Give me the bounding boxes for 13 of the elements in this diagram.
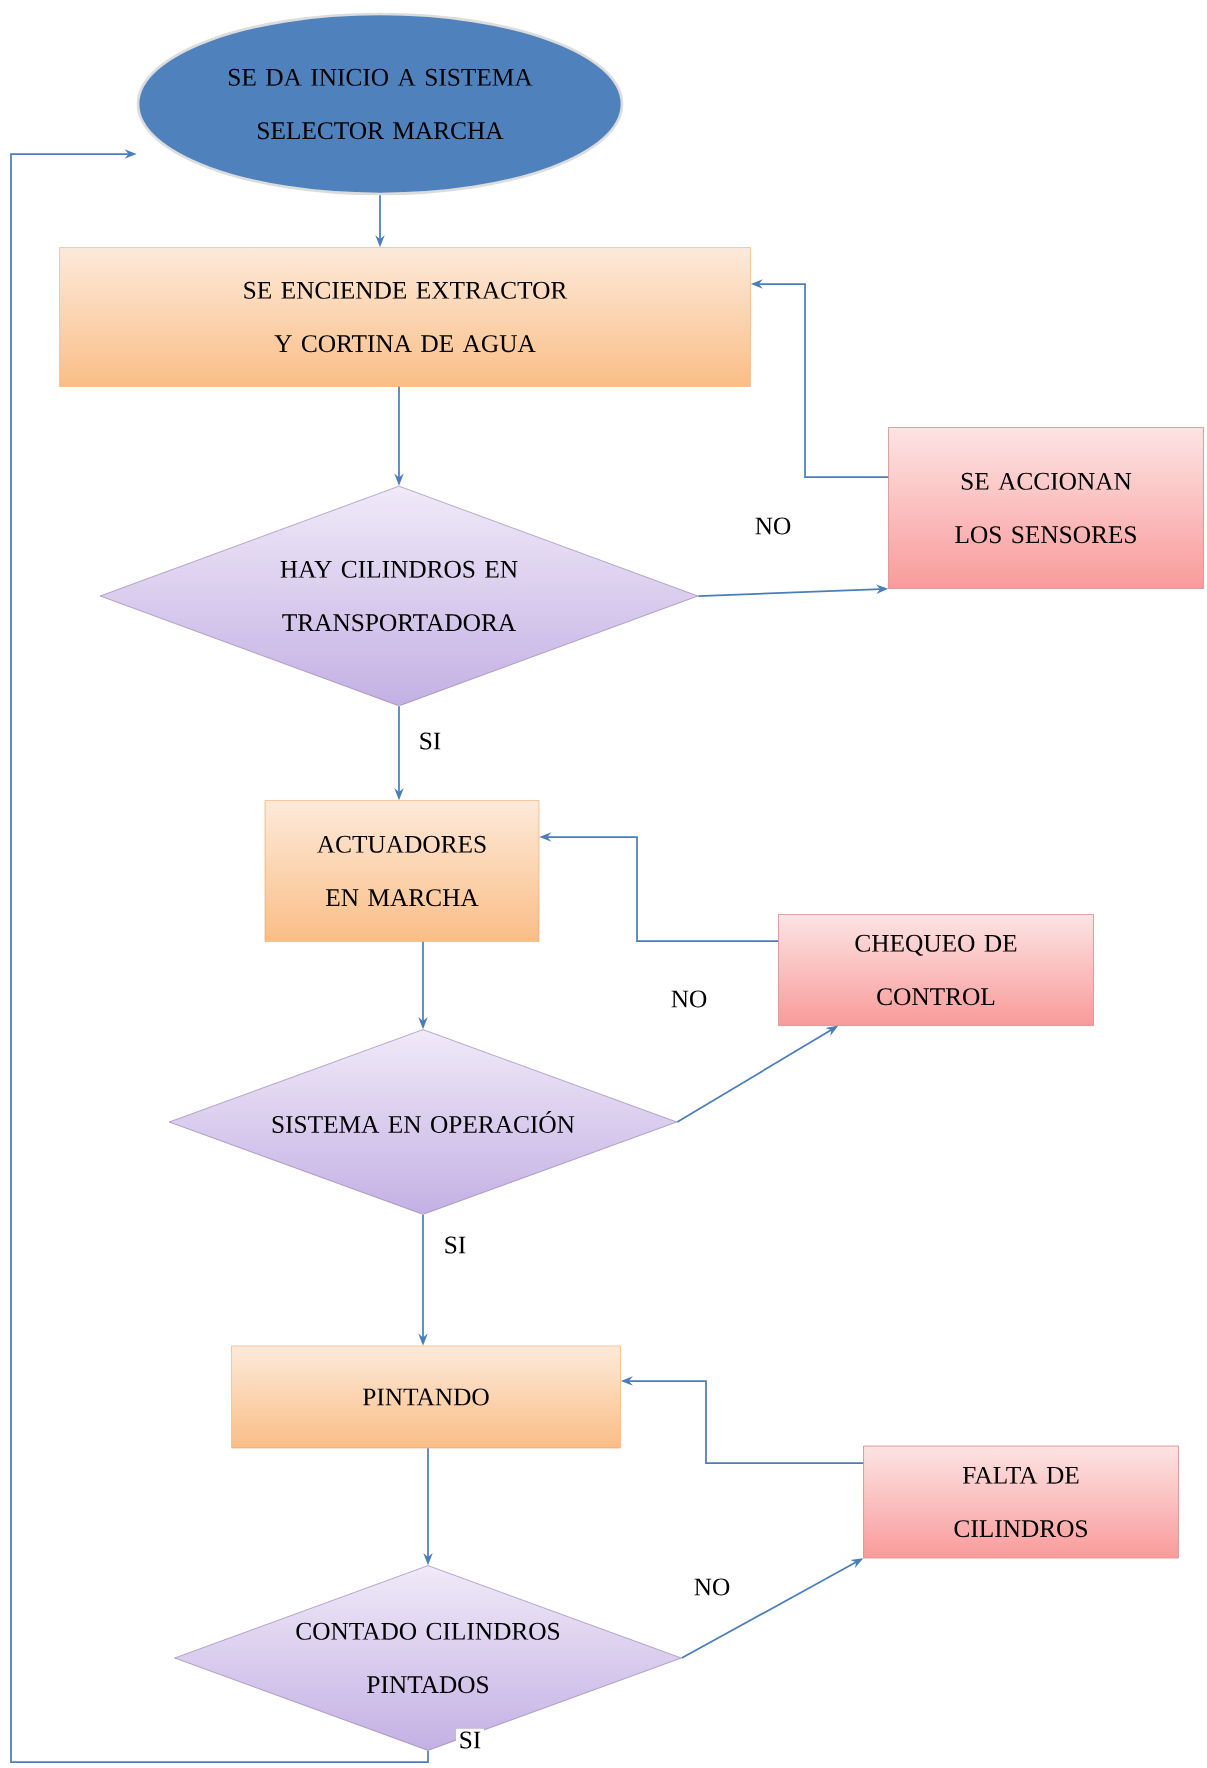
arrow <box>10 149 429 1763</box>
edge-label: NO <box>752 514 794 538</box>
edge-label: SI <box>441 1233 469 1257</box>
alert-box: CHEQUEO DE CONTROL <box>778 914 1094 1026</box>
process-box: SE ENCIENDE EXTRACTOR Y CORTINA DE AGUA <box>59 247 751 387</box>
alert-box: SE ACCIONAN LOS SENSORES <box>888 427 1204 589</box>
edge-label: SI <box>416 729 444 753</box>
process-box: ACTUADORES EN MARCHA <box>264 800 540 942</box>
process-box: PINTANDO <box>231 1345 621 1449</box>
edge-label: NO <box>668 987 710 1011</box>
edge-label: NO <box>691 1575 733 1599</box>
alert-box: FALTA DE CILINDROS <box>863 1445 1179 1559</box>
edge-label: SI <box>456 1728 484 1752</box>
